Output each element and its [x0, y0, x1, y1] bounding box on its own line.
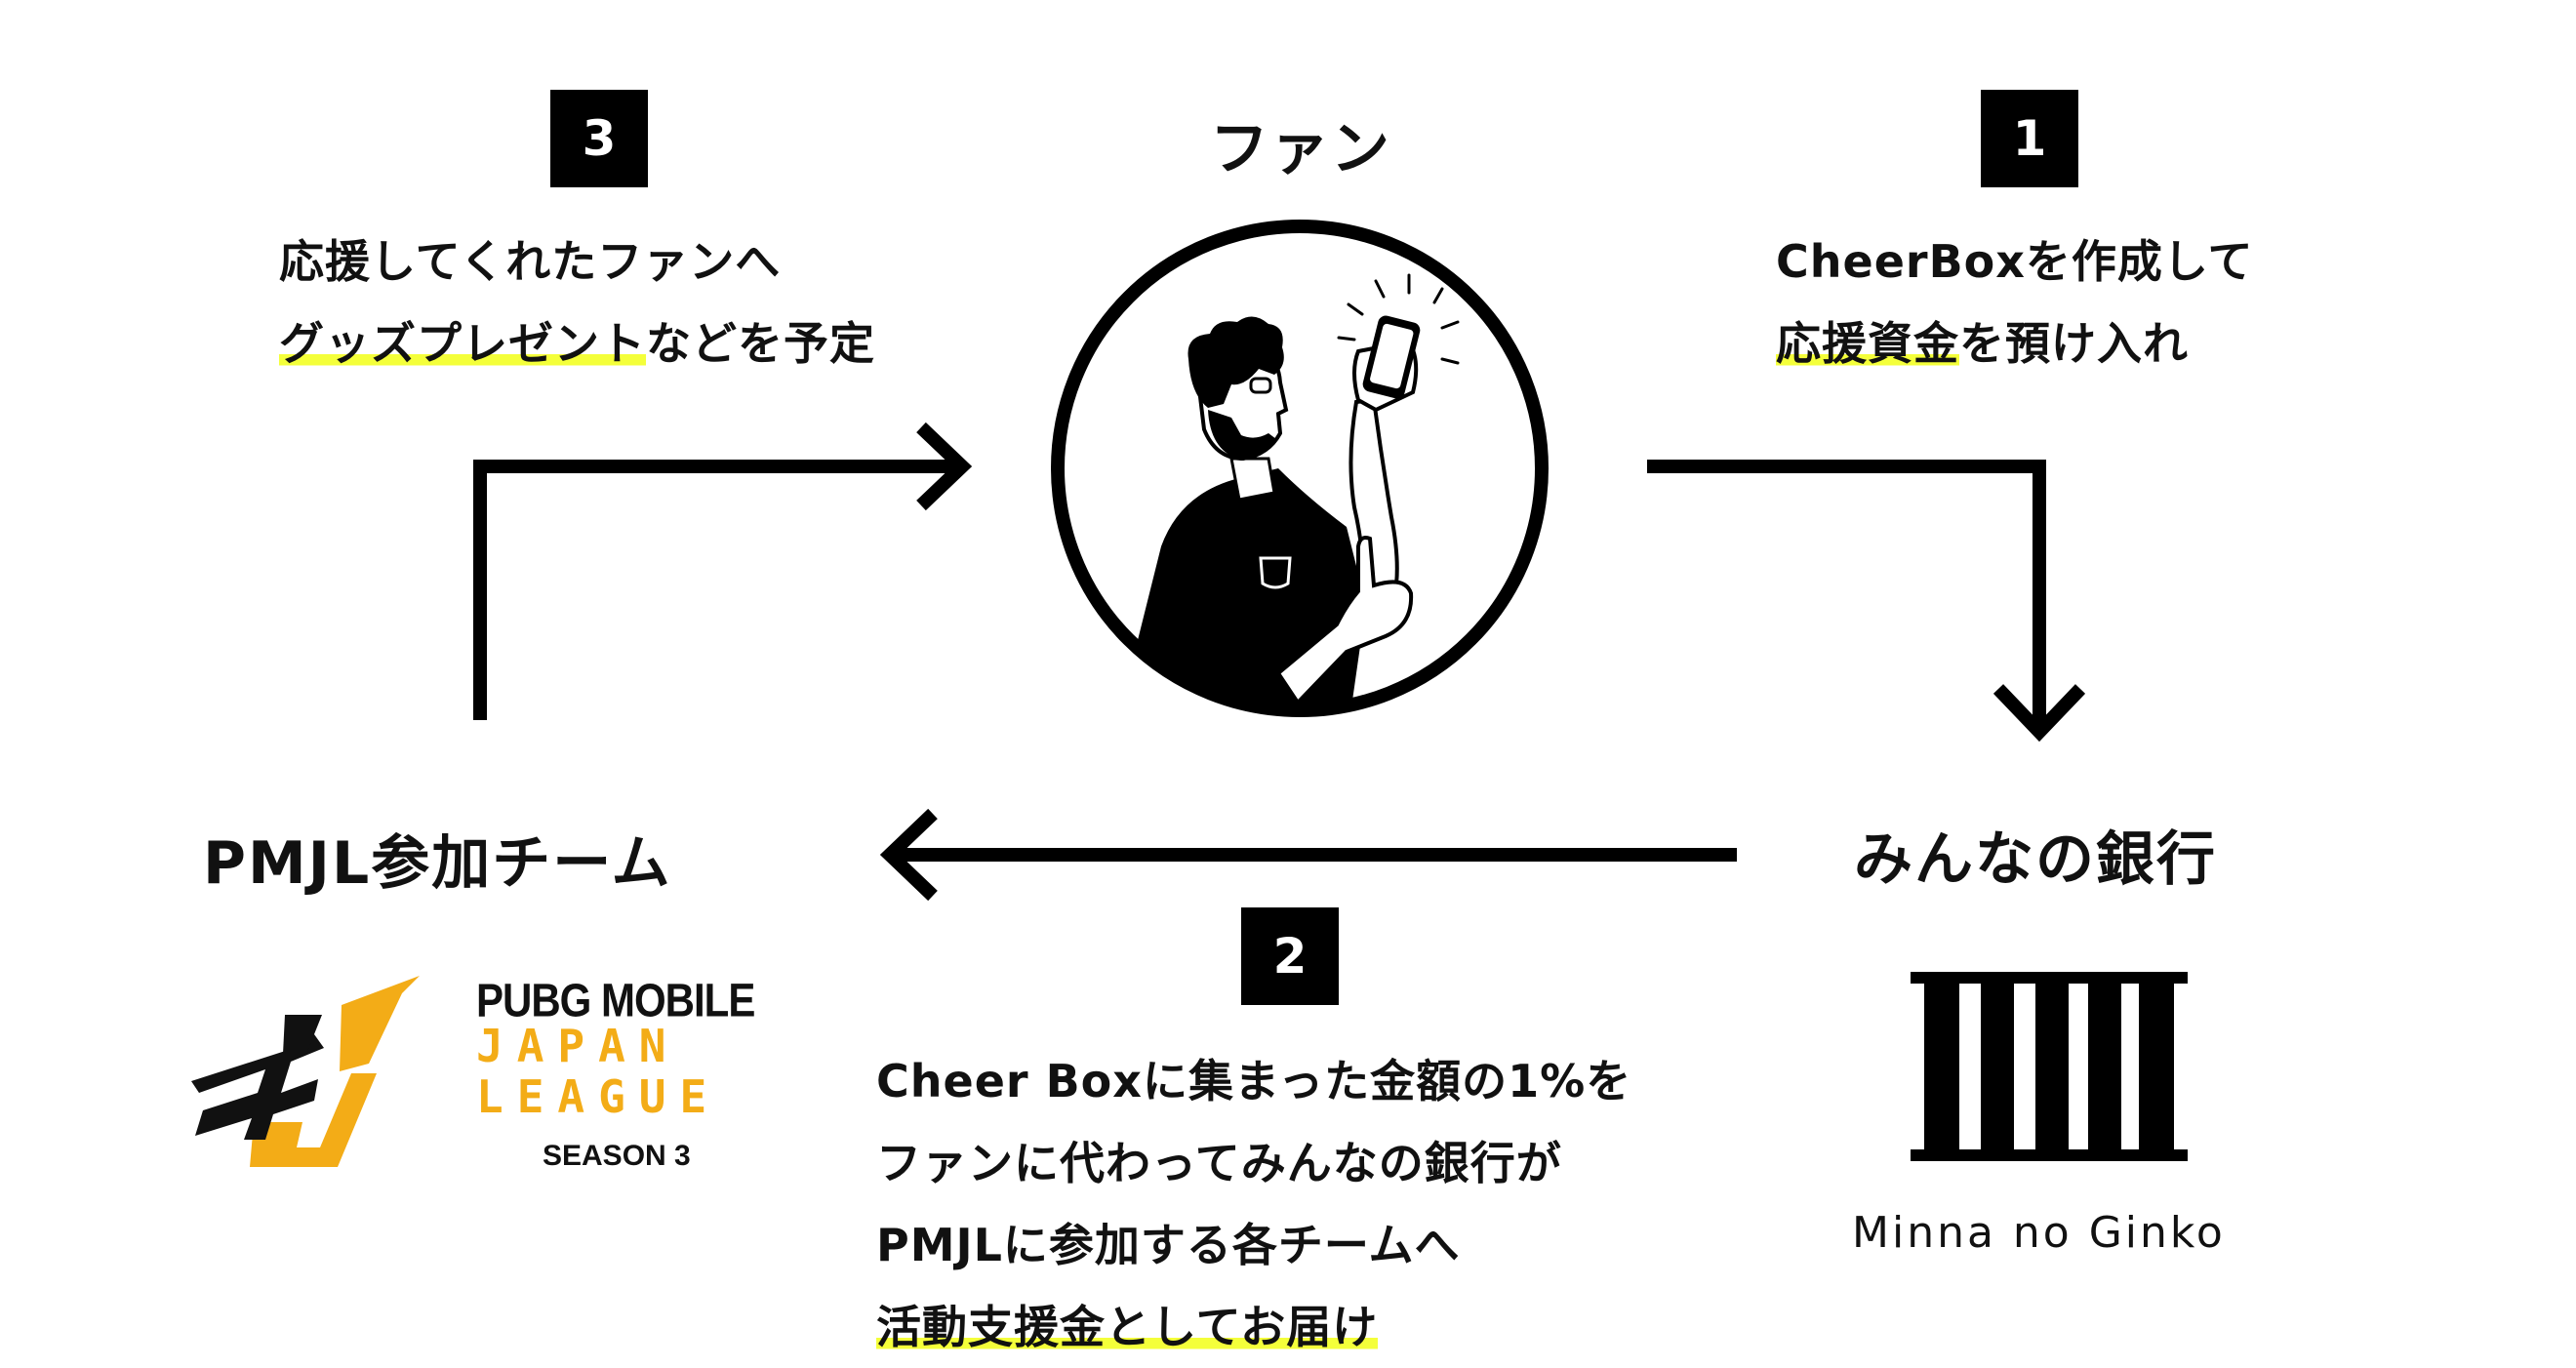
step-1-line-2: 応援資金を預け入れ [1776, 302, 2254, 384]
step-1-badge: 1 [1981, 90, 2078, 187]
step-3-badge: 3 [550, 90, 648, 187]
step-2-badge: 2 [1241, 907, 1339, 1005]
step-3-line-2: グッズプレゼントなどを予定 [279, 302, 875, 384]
pmjl-wordmark-line-2: JAPAN [476, 1020, 680, 1072]
step-3-line-1: 応援してくれたファンへ [279, 235, 782, 288]
step-1-line-2-rest: を預け入れ [1959, 317, 2189, 370]
step-2-line-2: ファンに代わってみんなの銀行が [876, 1137, 1562, 1189]
fan-heading: ファン [1210, 115, 1391, 183]
step-3-description: 応援してくれたファンへ グッズプレゼントなどを予定 [279, 221, 875, 384]
step-1-line-1: CheerBoxを作成して [1776, 235, 2254, 288]
arrow-fan-to-bank [1647, 460, 2086, 743]
pmjl-wordmark: PUBG MOBILE JAPAN LEAGUE SEASON 3 [476, 974, 755, 1173]
pmjl-wordmark-season: SEASON 3 [543, 1140, 691, 1172]
step-2-line-4: 活動支援金としてお届け [876, 1286, 1631, 1368]
shirt-pocket [1259, 556, 1292, 589]
bank-heading: みんなの銀行 [1854, 825, 2217, 894]
person-beard [1208, 410, 1276, 460]
team-heading: PMJL参加チーム [203, 829, 672, 898]
step-2-line-3: PMJLに参加する各チームへ [876, 1219, 1461, 1271]
pmjl-emblem [191, 976, 420, 1167]
step-2-highlight: 活動支援金としてお届け [876, 1301, 1379, 1353]
pmjl-wordmark-line-3: LEAGUE [476, 1070, 721, 1123]
step-2-description: Cheer Boxに集まった金額の1%を ファンに代わってみんなの銀行が PMJ… [876, 1040, 1631, 1368]
bank-logo-caption: Minna no Ginko [1852, 1208, 2226, 1258]
arrow-bank-to-team [879, 808, 1737, 902]
person-hair [1187, 316, 1284, 408]
step-2-line-1: Cheer Boxに集まった金額の1%を [876, 1055, 1632, 1107]
step-3-highlight: グッズプレゼント [279, 317, 646, 370]
arrow-team-to-fan [473, 422, 973, 720]
minna-no-ginko-logo [1911, 972, 2188, 1161]
sparkle-lines [1337, 273, 1460, 365]
fan-illustration [1051, 220, 1549, 717]
step-3-line-2-rest: などを予定 [646, 317, 875, 370]
person-thumbs-up-hand [1275, 536, 1414, 706]
step-1-description: CheerBoxを作成して 応援資金を預け入れ [1776, 221, 2254, 384]
pmjl-wordmark-line-1: PUBG MOBILE [476, 974, 755, 1027]
step-1-highlight: 応援資金 [1776, 317, 1959, 370]
